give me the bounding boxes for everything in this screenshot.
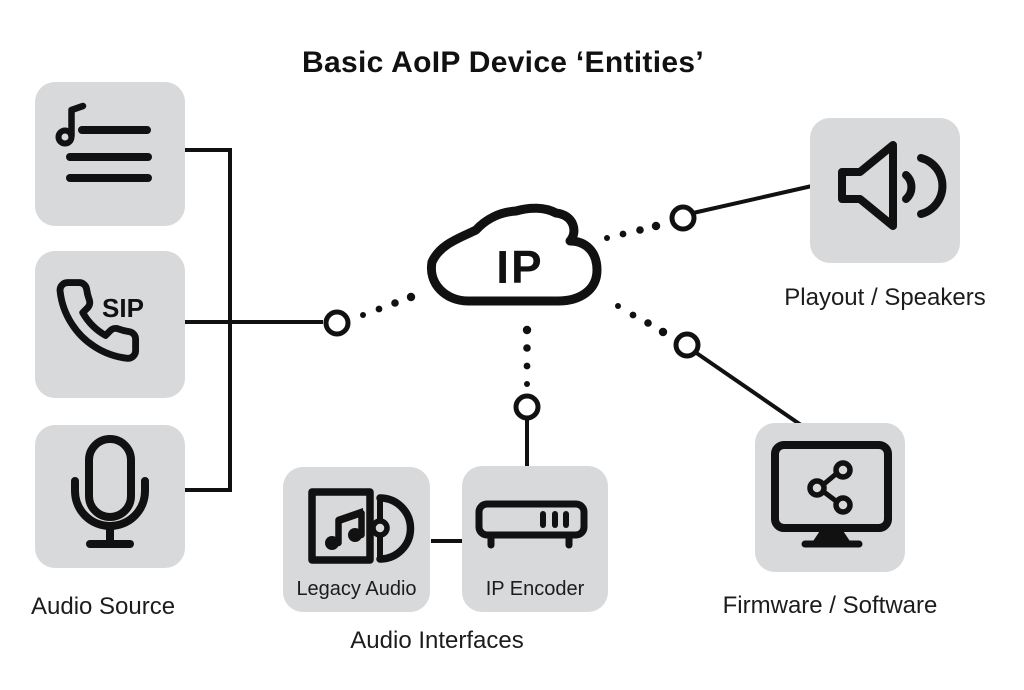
endpoint-node-encoder: [513, 393, 541, 421]
audio-interfaces-label: Audio Interfaces: [350, 627, 524, 654]
ip-encoder-label: IP Encoder: [485, 578, 585, 600]
speaker-icon: [838, 141, 947, 230]
entity-box-playlist: [35, 82, 185, 226]
endpoint-node-playout: [669, 204, 697, 232]
dotted-link-cloud-to-encoder: [522, 325, 532, 387]
encoder-device-icon: [475, 500, 588, 549]
playout-label: Playout / Speakers: [784, 284, 986, 311]
dotted-link-cloud-to-firmware: [615, 303, 668, 337]
legacy-audio-label: Legacy Audio: [296, 578, 417, 600]
entity-box-microphone: [35, 425, 185, 568]
ip-cloud-icon: [426, 203, 602, 306]
disc-music-icon: [308, 488, 415, 564]
endpoint-node-audio-source: [323, 309, 351, 337]
entity-box-sip: SIP: [35, 251, 185, 398]
firmware-label: Firmware / Software: [722, 592, 938, 619]
dotted-link-cloud-to-playout: [604, 221, 661, 241]
phone-icon: SIP: [56, 279, 144, 362]
entity-box-ip-encoder: [462, 466, 608, 612]
audio-source-label: Audio Source: [31, 593, 176, 620]
entity-box-legacy-audio: [283, 467, 430, 612]
entity-box-playout: [810, 118, 960, 263]
sip-label: SIP: [102, 293, 144, 323]
connector-node-to-speaker: [692, 184, 813, 215]
monitor-share-icon: [771, 441, 892, 548]
playlist-icon: [55, 102, 152, 182]
page-title: Basic AoIP Device ‘Entities’: [302, 46, 704, 79]
endpoint-node-firmware: [673, 331, 701, 359]
cloud-label: IP: [496, 241, 543, 293]
connector-node-to-firmware: [693, 350, 803, 427]
dotted-link-cloud-to-audio-source: [360, 292, 416, 318]
entity-box-firmware: [755, 423, 905, 572]
microphone-icon: [71, 435, 149, 548]
